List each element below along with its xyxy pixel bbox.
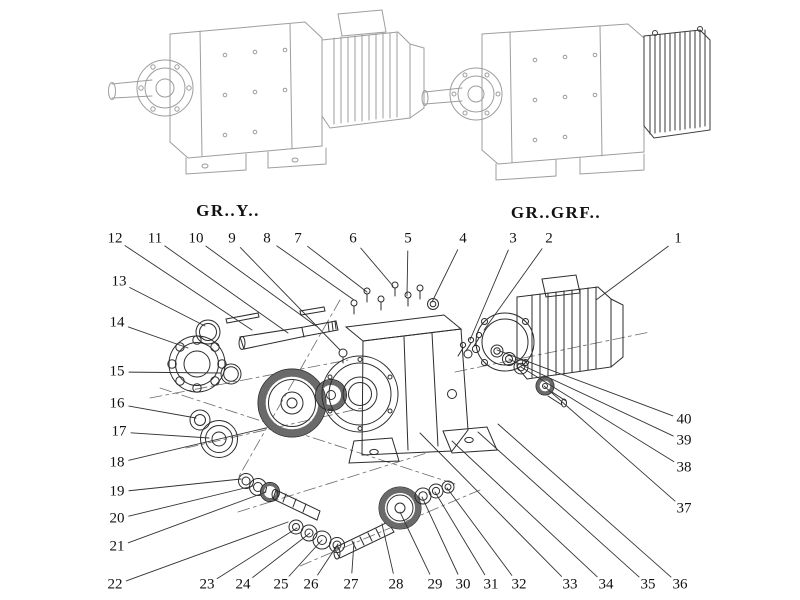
- leader-line-20: [128, 485, 254, 517]
- leader-line-9: [239, 247, 341, 351]
- bearing-and-rings: [167, 335, 242, 458]
- leader-line-7: [307, 245, 368, 293]
- leader-line-21: [127, 491, 267, 544]
- variant-label-gr-grf: GR..GRF..: [510, 203, 602, 222]
- part-number-33: 33: [560, 576, 580, 593]
- leader-line-3: [469, 249, 509, 341]
- part-number-7: 7: [292, 230, 304, 247]
- leader-line-13: [129, 287, 206, 327]
- part-number-28: 28: [386, 576, 406, 593]
- intermediate-pinion-parts: [238, 473, 345, 553]
- part-number-23: 23: [197, 576, 217, 593]
- leader-line-1: [595, 245, 669, 301]
- part-number-15: 15: [107, 363, 127, 380]
- part-number-22: 22: [105, 576, 125, 593]
- part-number-36: 36: [670, 576, 690, 593]
- part-number-19: 19: [107, 483, 127, 500]
- leader-line-12: [124, 245, 253, 331]
- gear-housing: [321, 314, 498, 464]
- leader-line-39: [508, 358, 674, 437]
- part-number-17: 17: [109, 423, 129, 440]
- leader-line-36: [497, 423, 672, 578]
- leader-line-14: [127, 326, 189, 349]
- part-number-25: 25: [271, 576, 291, 593]
- cover-bolts: [350, 281, 439, 315]
- part-number-16: 16: [107, 395, 127, 412]
- part-number-24: 24: [233, 576, 253, 593]
- part-number-1: 1: [672, 230, 684, 247]
- leader-line-19: [128, 478, 242, 492]
- leader-line-38: [520, 366, 675, 463]
- leader-line-10: [205, 245, 317, 327]
- leader-line-8: [276, 245, 355, 301]
- leader-line-37: [543, 385, 676, 502]
- part-number-30: 30: [453, 576, 473, 593]
- leader-line-26: [317, 543, 339, 576]
- leader-line-34: [451, 440, 598, 578]
- variant-label-gr-y: GR..Y..: [196, 201, 260, 220]
- leader-line-17: [130, 432, 210, 439]
- part-number-11: 11: [145, 230, 165, 247]
- input-shaft-parts: [195, 306, 348, 364]
- leader-line-18: [128, 427, 267, 461]
- part-number-13: 13: [109, 273, 129, 290]
- part-number-5: 5: [402, 230, 414, 247]
- leader-line-22: [125, 521, 289, 582]
- leader-line-2: [483, 248, 543, 331]
- part-number-29: 29: [425, 576, 445, 593]
- leader-line-24: [252, 532, 311, 579]
- part-number-27: 27: [341, 576, 361, 593]
- part-number-9: 9: [226, 230, 238, 247]
- leader-line-32: [446, 487, 513, 576]
- part-number-26: 26: [301, 576, 321, 593]
- leader-line-28: [381, 523, 394, 574]
- leader-line-27: [351, 541, 355, 574]
- part-number-34: 34: [596, 576, 616, 593]
- part-number-2: 2: [543, 230, 555, 247]
- part-number-35: 35: [638, 576, 658, 593]
- leader-line-5: [406, 250, 409, 297]
- leader-line-25: [288, 539, 323, 577]
- leader-line-29: [399, 511, 431, 575]
- exploded-view: [149, 274, 651, 567]
- part-number-10: 10: [186, 230, 206, 247]
- electric-motor: [475, 274, 624, 380]
- leader-line-16: [128, 405, 197, 419]
- part-number-40: 40: [674, 411, 694, 428]
- leader-line-40: [496, 349, 674, 417]
- leader-line-30: [421, 496, 459, 575]
- part-number-12: 12: [105, 230, 125, 247]
- part-number-21: 21: [107, 538, 127, 555]
- leader-line-15: [128, 371, 222, 374]
- leader-line-4: [431, 249, 459, 303]
- leader-line-35: [477, 431, 640, 578]
- leader-line-31: [434, 491, 486, 576]
- part-number-18: 18: [107, 454, 127, 471]
- part-number-32: 32: [509, 576, 529, 593]
- part-number-39: 39: [674, 432, 694, 449]
- part-number-38: 38: [674, 459, 694, 476]
- part-number-8: 8: [261, 230, 273, 247]
- part-number-3: 3: [507, 230, 519, 247]
- part-number-37: 37: [674, 500, 694, 517]
- output-shaft-parts: [333, 480, 455, 560]
- part-number-31: 31: [481, 576, 501, 593]
- leader-line-6: [360, 247, 394, 287]
- leader-line-33: [419, 432, 563, 577]
- leader-line-11: [164, 245, 289, 334]
- assembled-view-gr-grf: [421, 23, 711, 181]
- callout-leader-lines: [124, 245, 676, 582]
- part-number-4: 4: [457, 230, 469, 247]
- part-number-20: 20: [107, 510, 127, 527]
- part-number-14: 14: [107, 314, 127, 331]
- leader-line-23: [216, 527, 298, 580]
- part-number-6: 6: [347, 230, 359, 247]
- assembled-view-gr-y: [108, 9, 425, 175]
